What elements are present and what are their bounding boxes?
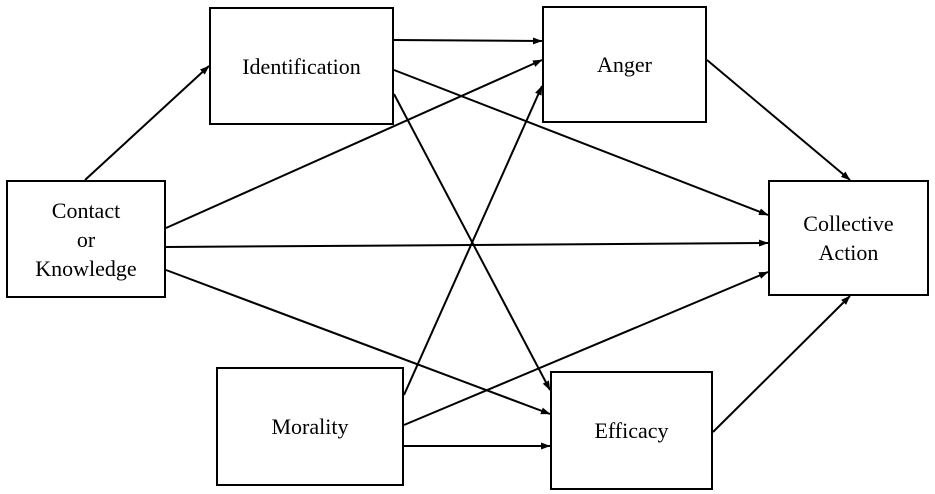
arrow-contact-to-identification bbox=[84, 65, 210, 181]
collective-label-line-2: Action bbox=[818, 240, 879, 265]
arrow-efficacy-to-collective bbox=[712, 295, 851, 433]
morality-label: Morality bbox=[271, 414, 349, 439]
arrow-contact-to-anger bbox=[165, 59, 543, 229]
anger-label: Anger bbox=[597, 52, 652, 77]
arrow-morality-to-anger bbox=[403, 85, 543, 396]
identification-box: Identification bbox=[209, 7, 394, 125]
arrow-identification-to-anger bbox=[393, 37, 543, 45]
arrow-identification-to-collective bbox=[393, 69, 769, 216]
collective-action-box: Collective Action bbox=[768, 180, 929, 296]
contact-or-knowledge-box: Contact or Knowledge bbox=[6, 180, 166, 298]
identification-label: Identification bbox=[242, 53, 361, 79]
contact-label-line-3: Knowledge bbox=[35, 255, 137, 281]
arrow-morality-to-collective bbox=[403, 271, 769, 426]
efficacy-label: Efficacy bbox=[594, 418, 669, 443]
contact-label-line-2: or bbox=[76, 226, 96, 252]
collective-label-line-1: Collective bbox=[803, 211, 894, 236]
arrow-contact-to-collective bbox=[165, 239, 769, 248]
contact-label-line-1: Contact bbox=[51, 197, 121, 223]
anger-box: Anger bbox=[542, 6, 707, 123]
efficacy-box: Efficacy bbox=[550, 371, 713, 490]
arrow-anger-to-collective bbox=[706, 59, 851, 181]
morality-box: Morality bbox=[216, 367, 404, 486]
